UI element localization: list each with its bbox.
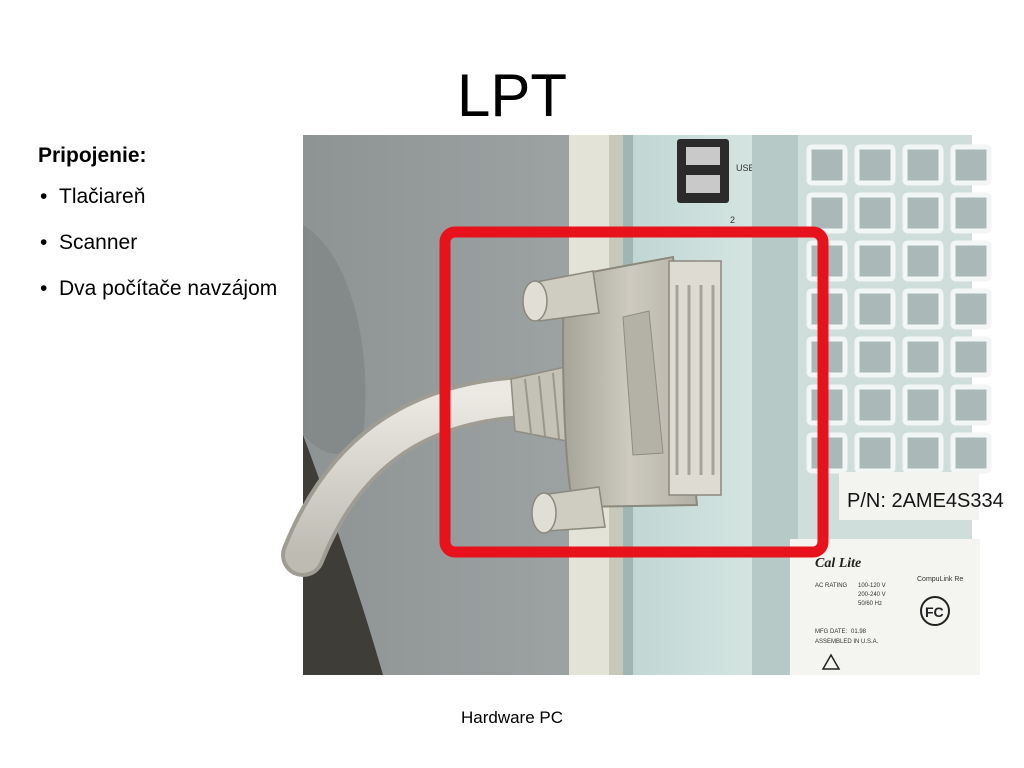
- printer-cable-highlight: [285, 379, 541, 573]
- photo-illustration: USB 2 P/N: 2AME4S334 Cal Lite CompuLink …: [281, 135, 1004, 675]
- section-heading: Pripojenie:: [38, 144, 147, 167]
- bullet-dot-icon: •: [40, 185, 48, 208]
- bullet-text: Dva počítače navzájom: [59, 277, 278, 300]
- usb-slot-top: [686, 147, 720, 165]
- fc-mark: FC: [925, 604, 944, 620]
- strain-relief-rings: [524, 372, 560, 440]
- bullet-item-two-computers: • Dva počítače navzájom: [38, 276, 288, 302]
- part-number: P/N: 2AME4S334: [847, 490, 1004, 512]
- ac-rating-label: AC RATING: [815, 583, 848, 589]
- voltage-line-2: 200-240 V: [858, 592, 886, 598]
- slide-title: LPT: [456, 62, 568, 129]
- bullet-dot-icon: •: [40, 277, 48, 300]
- bullet-text: Scanner: [59, 231, 138, 254]
- mfg-date-label: MFG DATE:: [815, 629, 848, 635]
- usb-slot-bottom: [686, 175, 720, 193]
- bullet-text: Tlačiareň: [59, 185, 146, 208]
- lpt-connector-photo: USB 2 P/N: 2AME4S334 Cal Lite CompuLink …: [281, 135, 1004, 675]
- warning-triangle-icon: [821, 653, 841, 670]
- connector-hood-embossing: [622, 310, 664, 456]
- assembled-text: ASSEMBLED IN U.S.A.: [815, 639, 879, 645]
- photo-shadow-soft: [303, 225, 366, 454]
- usb-label: USB: [736, 163, 755, 173]
- thumb-screw-bottom-cap: [531, 492, 557, 534]
- mfg-date: 01.98: [851, 629, 867, 635]
- connector-pins: [675, 285, 715, 475]
- highlight-frame: [439, 226, 829, 558]
- thumb-screw-top-cap: [522, 280, 548, 322]
- label-right-heading: CompuLink Re: [917, 576, 963, 583]
- slide-footer: Hardware PC: [460, 708, 564, 727]
- label-brand: Cal Lite: [815, 556, 861, 571]
- port-number: 2: [730, 215, 735, 225]
- part-number-sticker: [839, 472, 979, 520]
- bullet-item-scanner: • Scanner: [38, 230, 288, 256]
- fc-mark-ring: [920, 596, 950, 626]
- bullet-dot-icon: •: [40, 231, 48, 254]
- slide-body: Pripojenie: • Tlačiareň • Scanner • Dva …: [38, 142, 288, 322]
- bullet-item-printer: • Tlačiareň: [38, 184, 288, 210]
- frequency: 50/60 Hz: [858, 601, 882, 607]
- bullet-list: • Tlačiareň • Scanner • Dva počítače nav…: [38, 184, 288, 302]
- voltage-line-1: 100-120 V: [858, 583, 886, 589]
